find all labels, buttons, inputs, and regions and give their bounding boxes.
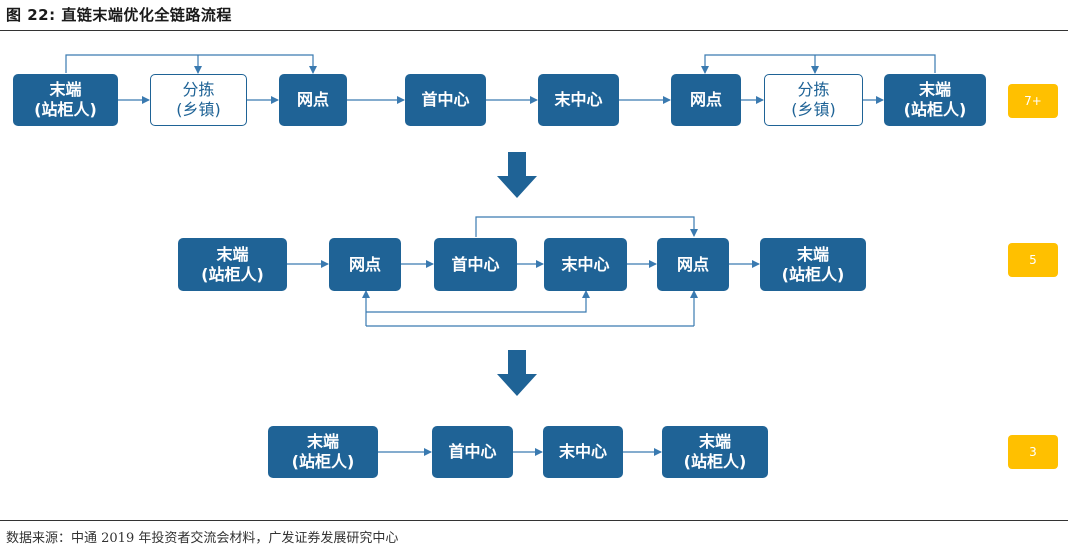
- badge-row3: 3: [1008, 435, 1058, 469]
- node-end-station-r3a: 末端 (站柜人): [268, 426, 378, 478]
- down-arrow-icon: [497, 350, 537, 396]
- down-arrow-icon: [497, 152, 537, 198]
- node-sorting-r1b: 分拣 (乡镇): [764, 74, 863, 126]
- node-last-center-r3: 末中心: [543, 426, 623, 478]
- figure-title: 图 22: 直链末端优化全链路流程: [6, 6, 232, 24]
- bypass-r2-inner: [366, 290, 590, 313]
- node-sorting-r1a: 分拣 (乡镇): [150, 74, 247, 126]
- node-outlet-r1b: 网点: [671, 74, 741, 126]
- bypass-r1-right: [701, 54, 936, 74]
- source-note: 数据来源：中通 2019 年投资者交流会材料，广发证券发展研究中心: [6, 531, 399, 546]
- node-first-center-r2: 首中心: [434, 238, 517, 291]
- bypass-r2-top: [475, 216, 698, 237]
- node-first-center-r1: 首中心: [405, 74, 486, 126]
- bottom-rule: [0, 520, 1068, 521]
- node-last-center-r1: 末中心: [538, 74, 619, 126]
- node-end-station-r1b: 末端 (站柜人): [884, 74, 986, 126]
- node-last-center-r2: 末中心: [544, 238, 627, 291]
- badge-row2: 5: [1008, 243, 1058, 277]
- node-end-station-r2b: 末端 (站柜人): [760, 238, 866, 291]
- badge-row1: 7+: [1008, 84, 1058, 118]
- node-outlet-r2b: 网点: [657, 238, 729, 291]
- bypass-r1-left: [65, 54, 317, 74]
- node-end-station-r1a: 末端 (站柜人): [13, 74, 118, 126]
- node-end-station-r3b: 末端 (站柜人): [662, 426, 768, 478]
- node-outlet-r1a: 网点: [279, 74, 347, 126]
- node-first-center-r3: 首中心: [432, 426, 513, 478]
- node-end-station-r2a: 末端 (站柜人): [178, 238, 287, 291]
- top-rule: [0, 30, 1068, 31]
- node-outlet-r2a: 网点: [329, 238, 401, 291]
